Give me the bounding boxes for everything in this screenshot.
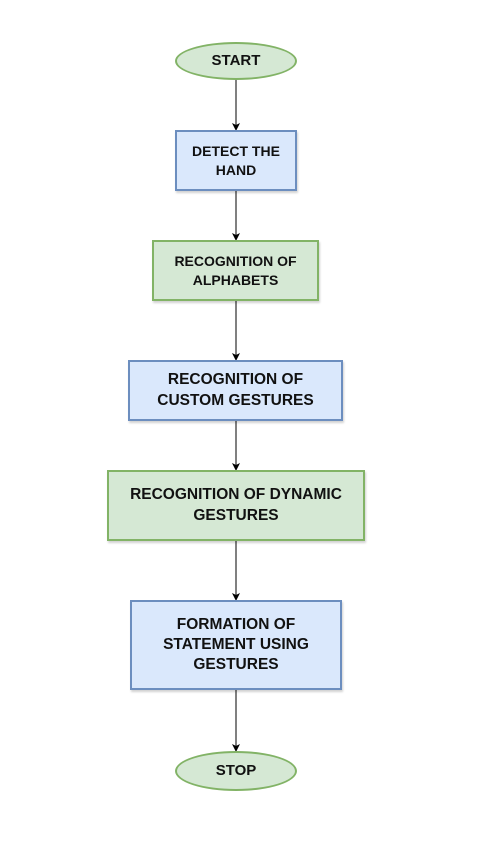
- start-terminal: START: [175, 42, 297, 80]
- stop-terminal: STOP: [175, 751, 297, 791]
- recognition-dynamic-gestures-box: RECOGNITION OF DYNAMIC GESTURES: [107, 470, 365, 541]
- recognition-alphabets-box: RECOGNITION OF ALPHABETS: [152, 240, 319, 301]
- formation-statement-box: FORMATION OF STATEMENT USING GESTURES: [130, 600, 342, 690]
- recognition-custom-gestures-box: RECOGNITION OF CUSTOM GESTURES: [128, 360, 343, 421]
- detect-hand-box: DETECT THE HAND: [175, 130, 297, 191]
